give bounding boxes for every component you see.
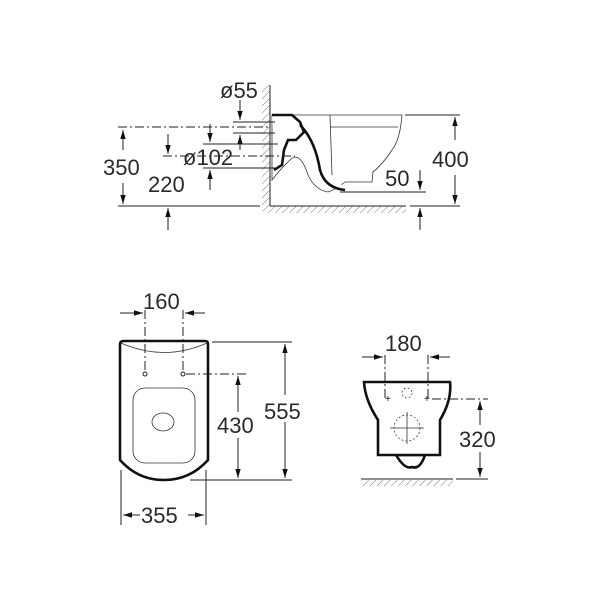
top-view: 160 430 555 355 xyxy=(118,289,301,528)
front-floor-hatching xyxy=(361,480,453,486)
front-fixing-hole-right: + xyxy=(424,394,430,405)
toilet-outlet-profile xyxy=(272,113,306,172)
front-view: + + 180 320 xyxy=(361,331,496,486)
fixing-hole-left xyxy=(142,371,148,377)
dim-320-label: 320 xyxy=(459,427,496,452)
dim-50-label: 50 xyxy=(385,166,409,191)
dim-160-label: 160 xyxy=(143,289,180,314)
toilet-side-body xyxy=(271,114,403,193)
dim-180-label: 180 xyxy=(385,331,422,356)
toilet-trap-line xyxy=(299,124,346,192)
dim-400-label: 400 xyxy=(432,147,469,172)
dim-430-label: 430 xyxy=(217,413,254,438)
dim-355-label: 355 xyxy=(141,503,178,528)
fixing-hole-right xyxy=(180,371,186,377)
seat-outline xyxy=(118,339,210,482)
dim-d55-label: ø55 xyxy=(220,78,258,103)
dim-555-label: 555 xyxy=(264,399,301,424)
dim-350-label: 350 xyxy=(103,155,140,180)
seat-cover xyxy=(132,387,196,464)
seat-hinge-curve xyxy=(120,342,208,353)
seat-opening xyxy=(151,412,175,432)
front-fixing-hole-left: + xyxy=(385,394,391,405)
dim-220-label: 220 xyxy=(148,172,185,197)
water-inlet-outline xyxy=(401,387,413,399)
floor-hatching xyxy=(268,206,406,213)
wall-hatching xyxy=(262,85,270,211)
dim-d102-label: ø102 xyxy=(183,145,233,170)
toilet-bowl-edge xyxy=(329,114,333,176)
side-view: 350 220 ø55 ø102 400 50 xyxy=(103,78,469,230)
bowl-bottom xyxy=(393,453,427,469)
